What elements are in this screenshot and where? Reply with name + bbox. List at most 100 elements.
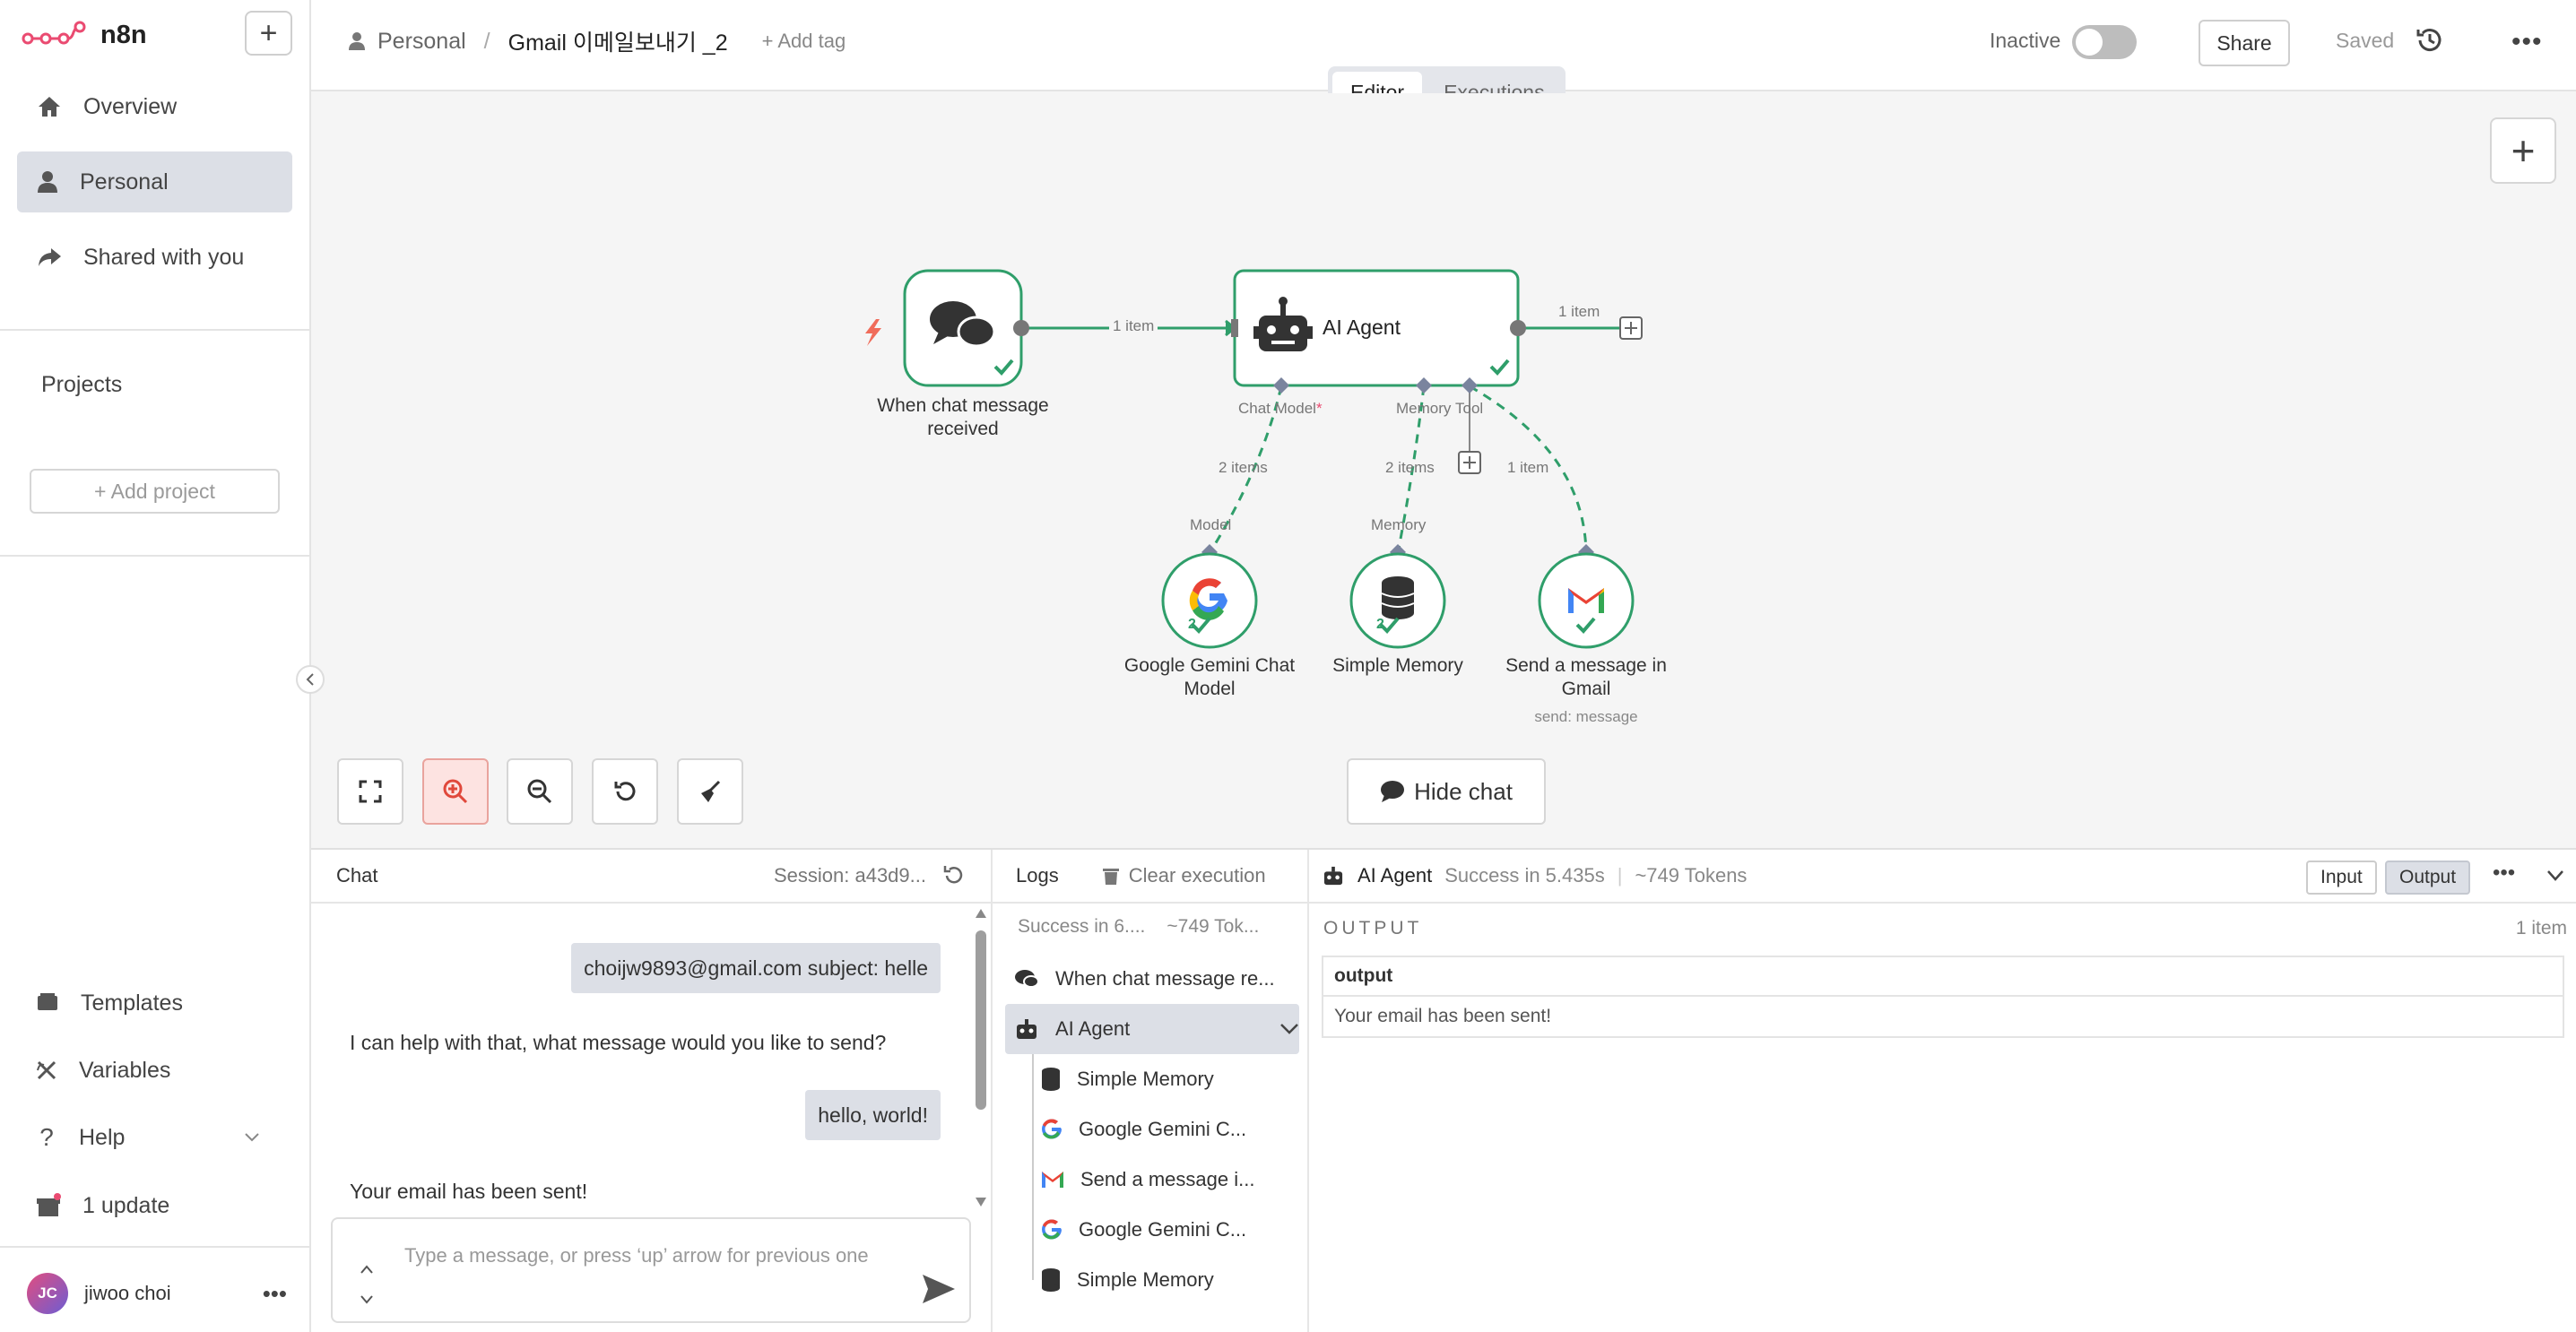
active-toggle[interactable] [2072, 25, 2137, 59]
memory-node-label: Simple Memory [1332, 655, 1463, 676]
nav-overview[interactable]: Overview [17, 76, 292, 137]
hide-chat-label: Hide chat [1414, 777, 1513, 805]
nav-personal[interactable]: Personal [17, 151, 292, 212]
check-icon [1489, 359, 1510, 376]
input-tab[interactable]: Input [2306, 861, 2377, 895]
gmail-icon [1042, 1172, 1063, 1188]
zoom-in-button[interactable] [422, 758, 489, 825]
sidebar: n8n + Overview Personal Shared with you … [0, 0, 311, 1332]
breadcrumb-project[interactable]: Personal [377, 28, 466, 54]
session-id[interactable]: Session: a43d9... [773, 864, 926, 887]
log-item-agent[interactable]: AI Agent [1005, 1004, 1299, 1054]
logs-panel: Logs Clear execution Success in 6.... ~7… [993, 850, 1309, 1332]
logs-header: Logs Clear execution [993, 850, 1307, 904]
edge-label: 1 item [1507, 459, 1549, 476]
chat-message-user: hello, world! [805, 1090, 941, 1140]
output-tab[interactable]: Output [2385, 861, 2471, 895]
log-item-memory[interactable]: Simple Memory [1032, 1054, 1299, 1104]
gemini-node-label: Google Gemini Chat Model [1123, 655, 1296, 699]
chevron-down-icon [245, 1133, 259, 1142]
scroll-up-icon[interactable] [974, 907, 988, 920]
robot-icon [1323, 866, 1343, 886]
zoom-out-button[interactable] [507, 758, 573, 825]
avatar: JC [27, 1273, 68, 1314]
variables-link[interactable]: Variables [36, 1050, 170, 1091]
chat-bubble-icon [1381, 781, 1405, 802]
output-status: Success in 5.435s [1444, 864, 1605, 887]
variables-label: Variables [79, 1057, 171, 1083]
user-icon [349, 32, 365, 50]
create-button[interactable]: + [245, 11, 292, 56]
logs-tokens: ~749 Tok... [1167, 916, 1260, 937]
update-label: 1 update [82, 1192, 170, 1218]
add-tag-button[interactable]: + Add tag [761, 30, 846, 52]
trigger-bolt-icon [865, 319, 881, 346]
logs-title: Logs [1016, 864, 1059, 887]
n8n-logo[interactable]: n8n [22, 16, 147, 54]
user-menu[interactable]: JC jiwoo choi ••• [27, 1271, 287, 1316]
agent-out-port [1510, 320, 1526, 336]
fit-view-button[interactable] [337, 758, 403, 825]
collapse-sidebar-button[interactable] [296, 665, 325, 694]
output-table: output Your email has been sent! [1322, 956, 2564, 1038]
hide-chat-button[interactable]: Hide chat [1347, 758, 1546, 825]
log-item-gemini[interactable]: Google Gemini C... [1032, 1205, 1299, 1255]
chat-input[interactable]: Type a message, or press ‘up’ arrow for … [331, 1217, 971, 1323]
add-project-button[interactable]: + Add project [30, 469, 280, 514]
share-button[interactable]: Share [2199, 20, 2290, 66]
clear-execution-button[interactable]: Clear execution [1102, 864, 1266, 887]
database-icon [1381, 576, 1415, 619]
log-item-gmail[interactable]: Send a message i... [1032, 1155, 1299, 1205]
add-node-button[interactable]: + [2490, 117, 2556, 184]
log-tree-line [1032, 1054, 1034, 1280]
check-icon [1379, 617, 1400, 634]
port-label: Model [1190, 516, 1232, 533]
sidebar-divider [0, 1246, 309, 1248]
gmail-node-subtitle: send: message [1534, 708, 1638, 725]
memory-port [1416, 377, 1432, 394]
more-icon[interactable]: ••• [262, 1279, 287, 1307]
google-icon [1042, 1119, 1062, 1139]
chevron-down-icon[interactable] [1279, 1023, 1299, 1035]
help-link[interactable]: ? Help [36, 1117, 260, 1158]
edge-tool [1469, 385, 1588, 554]
reset-session-icon[interactable] [942, 864, 966, 887]
nav-overview-label: Overview [83, 93, 178, 119]
workflow-title[interactable]: Gmail 이메일보내기 _2 [507, 30, 728, 56]
zoom-in-icon [443, 779, 468, 804]
update-link[interactable]: 1 update [36, 1185, 169, 1226]
history-down-icon[interactable] [360, 1294, 374, 1305]
breadcrumb-separator: / [483, 28, 490, 54]
more-icon[interactable]: ••• [2493, 861, 2516, 885]
chat-scrollbar[interactable] [976, 930, 986, 1110]
templates-link[interactable]: Templates [36, 982, 183, 1024]
port-label: Memory [1396, 400, 1452, 417]
user-icon [38, 171, 57, 193]
log-item-trigger[interactable]: When chat message re... [1005, 954, 1299, 1004]
more-options-icon[interactable]: ••• [2511, 27, 2543, 56]
reset-zoom-button[interactable] [592, 758, 658, 825]
output-node-name: AI Agent [1357, 864, 1433, 887]
templates-icon [38, 993, 57, 1010]
history-icon[interactable] [2415, 25, 2445, 56]
workflow-canvas[interactable]: 1 item 1 item Chat Model* Memory Tool 2 … [311, 93, 2576, 848]
chevron-left-icon [306, 673, 314, 686]
log-item-gemini[interactable]: Google Gemini C... [1032, 1104, 1299, 1155]
history-up-icon[interactable] [360, 1264, 374, 1275]
tidy-up-button[interactable] [677, 758, 743, 825]
check-icon [1191, 617, 1211, 634]
output-tokens: ~749 Tokens [1635, 864, 1748, 887]
help-icon: ? [39, 1123, 54, 1151]
edge-label: 1 item [1558, 303, 1600, 320]
chevron-down-icon[interactable] [2546, 869, 2564, 882]
nav-shared[interactable]: Shared with you [17, 227, 292, 288]
scroll-down-icon[interactable] [974, 1196, 988, 1208]
chat-bubbles-icon [930, 301, 996, 348]
gmail-node-label: Send a message in Gmail [1505, 655, 1667, 699]
log-item-memory[interactable]: Simple Memory [1032, 1255, 1299, 1305]
nav-shared-label: Shared with you [83, 244, 245, 270]
output-column-header: output [1323, 957, 2563, 997]
google-icon [1042, 1219, 1062, 1240]
send-icon[interactable] [921, 1273, 957, 1305]
projects-title: Projects [41, 372, 123, 397]
